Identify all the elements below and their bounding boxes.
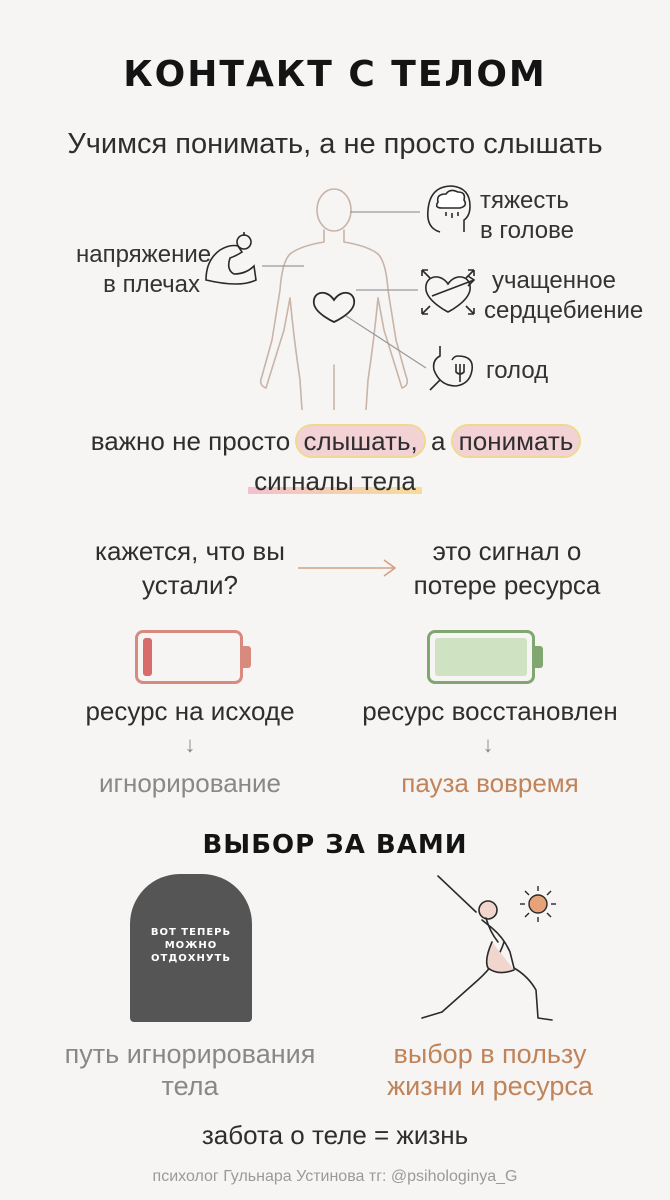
tombstone-icon: ВОТ ТЕПЕРЬ МОЖНО ОТДОХНУТЬ [130, 874, 252, 1022]
conclusion: забота о теле = жизнь [201, 1120, 469, 1150]
author-credit: психолог Гульнара Устинова тг: @psiholog… [152, 1168, 518, 1185]
subtitle: Учимся понимать, а не просто слышать [67, 128, 603, 160]
highlight-hear: слышать, [297, 426, 424, 456]
head-heaviness-icon [426, 185, 471, 233]
arrow-down-icon: ↓ [482, 732, 494, 757]
flexed-arm-icon [205, 232, 257, 285]
highlight-signals: сигналы тела [248, 466, 422, 496]
signals-line: сигналы тела [0, 464, 670, 498]
battery-low-icon [135, 630, 243, 684]
arrow-right-icon [298, 559, 397, 577]
sun-icon [520, 886, 556, 922]
heart-palpitation-icon [421, 269, 476, 315]
pause-result: пауза вовремя [401, 768, 579, 798]
body-diagram [205, 185, 476, 410]
page-title: КОНТАКТ С ТЕЛОМ [123, 54, 547, 95]
highlight-understand: понимать [452, 426, 580, 456]
important-line: важно не просто слышать, а понимать [0, 424, 670, 458]
battery-low-cap [243, 646, 251, 668]
yoga-pose-icon [421, 875, 556, 1021]
arrow-down-icon: ↓ [184, 732, 196, 757]
heart-icon [313, 291, 355, 323]
resource-full-label: ресурс восстановлен [362, 696, 618, 726]
battery-full-icon [427, 630, 535, 684]
choice-heading: ВЫБОР ЗА ВАМИ [202, 830, 468, 860]
resource-low-label: ресурс на исходе [85, 696, 295, 726]
tombstone-text: ВОТ ТЕПЕРЬ МОЖНО ОТДОХНУТЬ [150, 927, 232, 964]
human-silhouette-icon [259, 188, 409, 410]
label-stomach: голод [486, 357, 549, 384]
ignore-result: игнорирование [98, 768, 282, 798]
stomach-icon [429, 346, 474, 391]
battery-full-cap [535, 646, 543, 668]
